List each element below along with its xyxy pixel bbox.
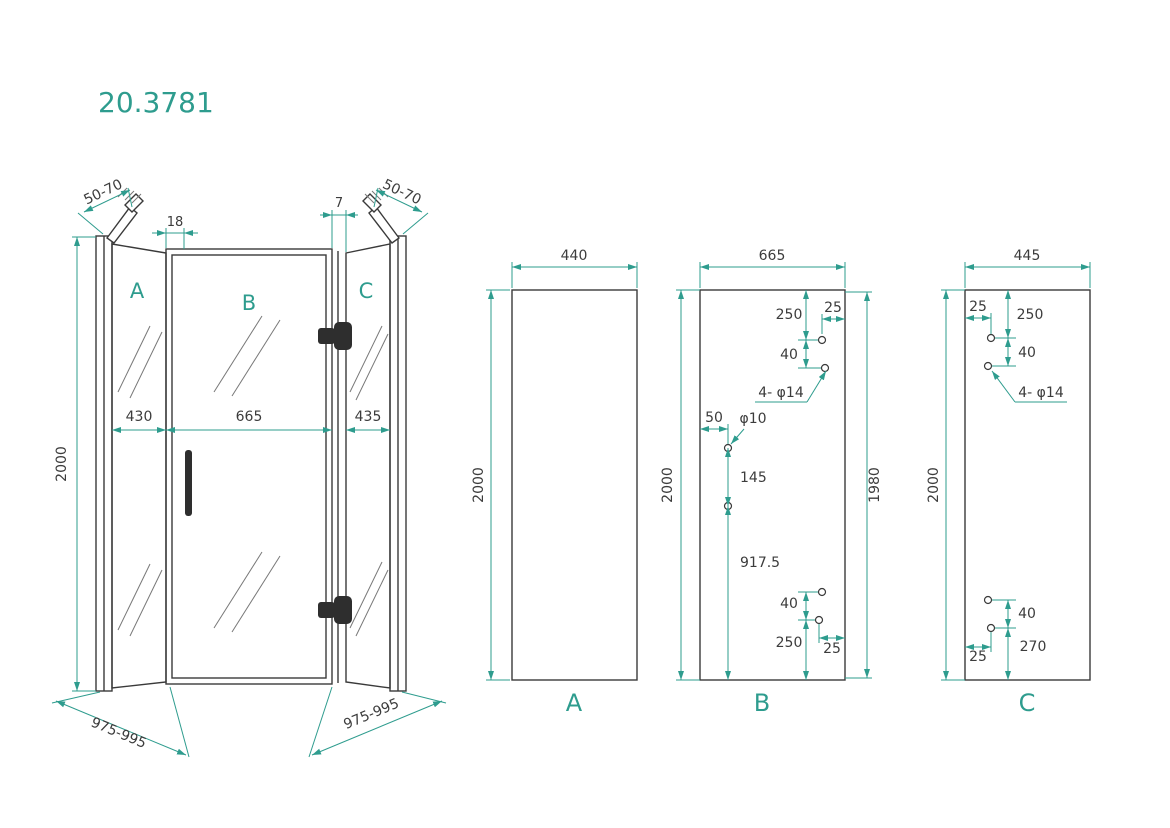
- dim-width-c: 435: [355, 409, 382, 425]
- panel-c-outline: [964, 289, 1091, 681]
- front-label-b: B: [242, 291, 256, 315]
- dim-panel-c-top-edge: 25: [969, 299, 987, 315]
- hole-marker: [983, 361, 993, 371]
- dim-panel-a-width: 440: [561, 248, 588, 264]
- dim-panel-c-bot-gap: 40: [1018, 606, 1036, 622]
- hole-marker: [983, 595, 993, 605]
- hole-marker: [817, 587, 827, 597]
- panel-c-view: 445 2000 25 250 40 4- φ14 40 270 25 C: [926, 248, 1091, 717]
- panel-a-outline: [511, 289, 638, 681]
- dim-panel-b-bot-gap: 40: [780, 596, 798, 612]
- dim-width-b: 665: [236, 409, 263, 425]
- dim-bracket-right: 50-70: [380, 176, 424, 208]
- dim-bracket-left: 50-70: [81, 176, 125, 208]
- note-panel-b-hole-dia: φ10: [739, 411, 766, 427]
- panel-b-view: 665 2000 1980 250 25 40 4- φ14 50 φ10 14…: [660, 248, 883, 717]
- hole-marker: [986, 623, 996, 633]
- dim-panel-c-bot-edge: 25: [969, 649, 987, 665]
- dim-panel-b-bot-offset: 250: [776, 635, 803, 651]
- panel-a-label: A: [566, 689, 583, 717]
- dim-base-left: 975-995: [88, 715, 148, 752]
- door-hinge-bottom: [318, 596, 352, 624]
- hole-marker: [817, 335, 827, 345]
- panel-c-holes: [983, 333, 996, 633]
- dim-front-height: 2000: [54, 446, 70, 482]
- dim-panel-b-width: 665: [759, 248, 786, 264]
- note-panel-c-holes: 4- φ14: [1018, 385, 1064, 401]
- dim-panel-c-top-offset: 250: [1017, 307, 1044, 323]
- dim-panel-b-bot-edge: 25: [823, 641, 841, 657]
- dim-top-left-gap: 18: [167, 215, 184, 230]
- dim-base-right: 975-995: [341, 696, 401, 733]
- dim-panel-b-height-right: 1980: [867, 467, 883, 503]
- note-panel-b-holes: 4- φ14: [758, 385, 804, 401]
- dim-width-a: 430: [126, 409, 153, 425]
- hole-marker: [820, 363, 830, 373]
- panel-b-outline: [699, 289, 846, 681]
- dim-panel-c-bot-offset: 270: [1020, 639, 1047, 655]
- front-panel-c-glass: [345, 243, 391, 689]
- dim-panel-c-width: 445: [1014, 248, 1041, 264]
- hole-marker: [814, 615, 824, 625]
- dim-panel-b-side-offset: 50: [705, 410, 723, 426]
- dim-panel-b-top-offset: 250: [776, 307, 803, 323]
- front-dimension-lines: [55, 189, 443, 756]
- dim-panel-b-bottom-span: 917.5: [740, 555, 780, 571]
- panel-c-dim-lines: [941, 262, 1091, 681]
- panel-a-dim-lines: [486, 262, 638, 681]
- hole-marker: [986, 333, 996, 343]
- front-view: A B C 50-70 50-70 18 7 2000 430 665 435 …: [51, 176, 447, 758]
- wall-profile-left: [95, 235, 113, 692]
- panel-a-view: 440 2000 A: [471, 248, 638, 717]
- drawing-title: 20.3781: [98, 86, 214, 119]
- front-label-a: A: [130, 279, 145, 303]
- panel-b-label: B: [754, 689, 770, 717]
- panel-c-label: C: [1019, 689, 1036, 717]
- dim-panel-c-top-gap: 40: [1018, 345, 1036, 361]
- dim-panel-c-height: 2000: [926, 467, 942, 503]
- dim-panel-b-top-gap: 40: [780, 347, 798, 363]
- dim-panel-a-height: 2000: [471, 467, 487, 503]
- dim-panel-b-top-edge: 25: [824, 300, 842, 316]
- wall-profile-right: [389, 235, 407, 692]
- panel-b-dim-lines: [676, 262, 872, 681]
- dim-panel-b-height-left: 2000: [660, 467, 676, 503]
- door-hinge-top: [318, 322, 352, 350]
- glass-reflections: [117, 315, 389, 637]
- dim-top-right-gap: 7: [335, 196, 343, 211]
- door-handle: [185, 450, 192, 516]
- front-panel-a-glass: [111, 243, 167, 689]
- dim-panel-b-mid-gap: 145: [740, 470, 767, 486]
- front-label-c: C: [359, 279, 374, 303]
